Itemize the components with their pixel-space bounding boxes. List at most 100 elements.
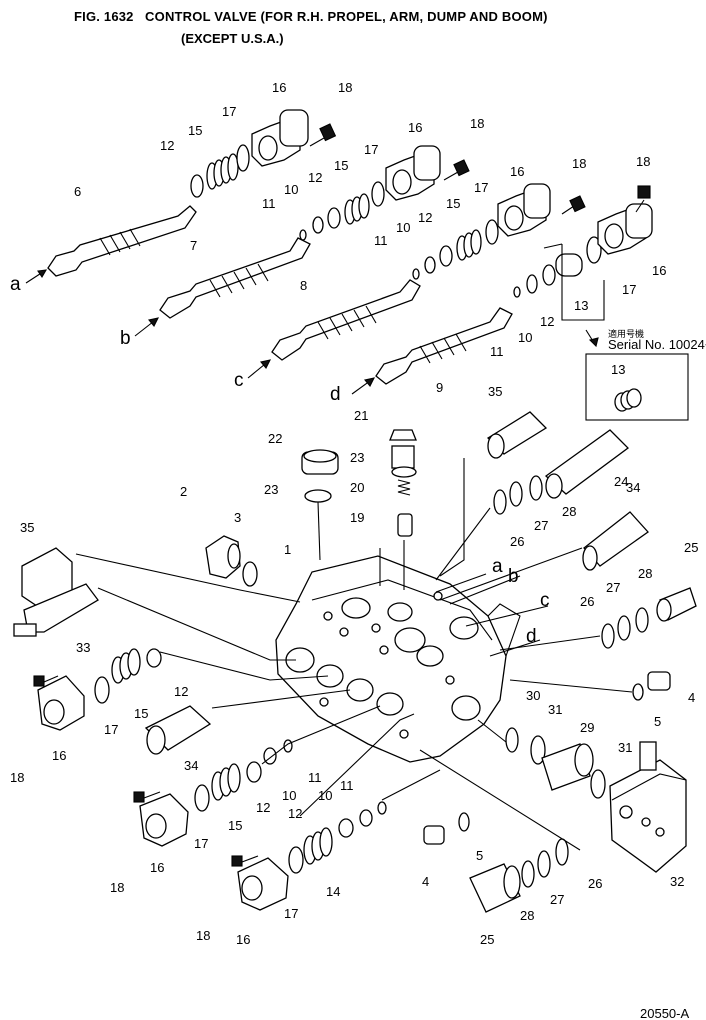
inset-part-label: 13 xyxy=(611,362,625,377)
label-34: 34 xyxy=(626,480,640,495)
oring-3 xyxy=(242,561,258,587)
inset-serial-text: Serial No. 10024~ xyxy=(608,337,706,352)
oring-17-c xyxy=(485,219,499,245)
plug-29 xyxy=(541,743,594,791)
label-23: 23 xyxy=(350,450,364,465)
label-22: 22 xyxy=(268,431,282,446)
plug-4-right xyxy=(647,671,671,691)
spring-13-top xyxy=(555,253,583,277)
oring-31-b xyxy=(590,769,606,799)
cap-16-d xyxy=(597,203,653,255)
oring-28-b xyxy=(635,607,649,633)
label-7: 7 xyxy=(190,238,197,253)
label-6: 6 xyxy=(74,184,81,199)
label-5: 5 xyxy=(654,714,661,729)
label-17: 17 xyxy=(474,180,488,195)
label-11: 11 xyxy=(308,770,322,785)
label-25: 25 xyxy=(684,540,698,555)
label-24: 24 xyxy=(614,474,628,489)
arrow-a-top xyxy=(37,269,48,279)
letter-b-top: b xyxy=(120,328,131,349)
retainer-12-left-b xyxy=(246,761,262,783)
oring-26-b xyxy=(601,623,615,649)
oring-5-bottom xyxy=(458,812,470,832)
label-27: 27 xyxy=(534,518,548,533)
label-11: 11 xyxy=(490,344,504,359)
bolt-18-left-c xyxy=(231,855,259,867)
label-11: 11 xyxy=(340,778,354,793)
label-10: 10 xyxy=(396,220,410,235)
label-31: 31 xyxy=(618,740,632,755)
label-18: 18 xyxy=(10,770,24,785)
label-30: 30 xyxy=(526,688,540,703)
label-5: 5 xyxy=(476,848,483,863)
label-18: 18 xyxy=(636,154,650,169)
label-15: 15 xyxy=(228,818,242,833)
spool-7 xyxy=(159,237,311,319)
label-11: 11 xyxy=(374,233,388,248)
label-13: 13 xyxy=(574,298,588,313)
bolt-18-left-b xyxy=(133,791,161,803)
label-1: 1 xyxy=(284,542,291,557)
footer-code: 20550-A xyxy=(640,1006,689,1020)
ring-11-d xyxy=(513,286,521,298)
label-12: 12 xyxy=(256,800,270,815)
bolt-18-d xyxy=(635,185,651,213)
label-10: 10 xyxy=(284,182,298,197)
label-20: 20 xyxy=(350,480,364,495)
label-26: 26 xyxy=(588,876,602,891)
label-12: 12 xyxy=(418,210,432,225)
oring-17-a xyxy=(236,144,250,172)
label-12: 12 xyxy=(540,314,554,329)
spring-20 xyxy=(397,479,411,496)
oring-28-bottom xyxy=(521,860,535,888)
label-25: 25 xyxy=(480,932,494,947)
valve-32 xyxy=(609,741,687,873)
spring-14 xyxy=(303,827,333,865)
label-18: 18 xyxy=(470,116,484,131)
label-17: 17 xyxy=(104,722,118,737)
label-8: 8 xyxy=(300,278,307,293)
label-28: 28 xyxy=(562,504,576,519)
label-27: 27 xyxy=(606,580,620,595)
ring-11-c xyxy=(412,268,420,280)
plug-21 xyxy=(389,429,417,469)
oring-17-left-a xyxy=(94,676,110,704)
retainer-12-left-a xyxy=(146,648,162,668)
valve-34-left xyxy=(144,705,212,755)
label-26: 26 xyxy=(580,594,594,609)
label-10: 10 xyxy=(282,788,296,803)
oring-26-bottom xyxy=(555,838,569,866)
oring-31-a xyxy=(530,735,546,765)
label-12: 12 xyxy=(288,806,302,821)
figure-subtitle: (EXCEPT U.S.A.) xyxy=(181,31,284,46)
retainer-12-a xyxy=(190,174,204,198)
label-12: 12 xyxy=(160,138,174,153)
label-21: 21 xyxy=(354,408,368,423)
retainer-12-d xyxy=(542,264,556,286)
oring-27-b xyxy=(617,615,631,641)
spool-6 xyxy=(47,205,197,277)
label-17: 17 xyxy=(222,104,236,119)
oring-17-left-b xyxy=(194,784,210,812)
label-17: 17 xyxy=(622,282,636,297)
label-16: 16 xyxy=(408,120,422,135)
plug-25-right xyxy=(656,587,697,622)
spool-9 xyxy=(375,307,513,385)
letter-d-body: d xyxy=(526,626,537,647)
letter-c-top: c xyxy=(234,370,244,391)
label-18: 18 xyxy=(572,156,586,171)
callout-labels: 16 18 17 15 12 16 18 17 15 12 10 11 6 7 … xyxy=(10,80,698,947)
label-12: 12 xyxy=(308,170,322,185)
label-10: 10 xyxy=(518,330,532,345)
label-27: 27 xyxy=(550,892,564,907)
spring-15-left-a xyxy=(111,648,141,684)
cap-16-left-c xyxy=(237,857,289,911)
letter-b-body: b xyxy=(508,566,519,587)
label-4: 4 xyxy=(422,874,429,889)
letter-d-top: d xyxy=(330,384,341,405)
oring-17-b xyxy=(371,181,385,207)
label-16: 16 xyxy=(272,80,286,95)
arrow-b-top xyxy=(147,317,160,327)
